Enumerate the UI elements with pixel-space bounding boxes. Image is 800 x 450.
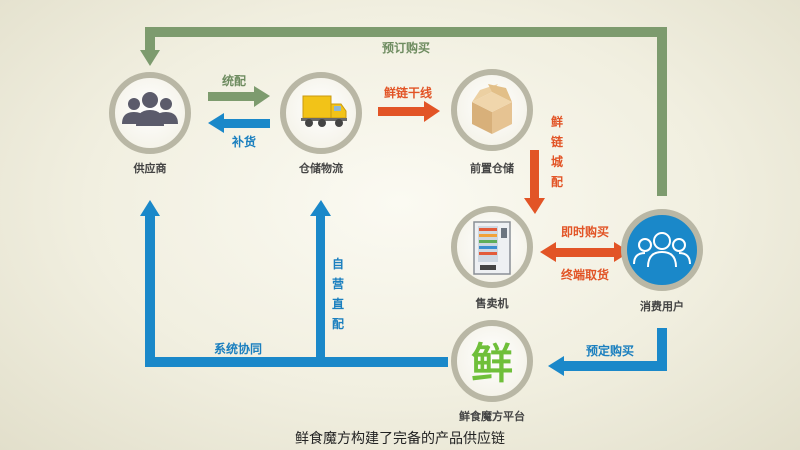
city-delivery-label: 鲜链城配 xyxy=(551,114,564,189)
node-front-warehouse xyxy=(451,69,533,151)
vertical-label-char: 配 xyxy=(332,316,344,331)
users-outline-icon xyxy=(633,232,691,268)
trunk-line-label: 鲜链干线 xyxy=(384,85,432,100)
vertical-label-char: 鲜 xyxy=(551,114,563,129)
node-supplier xyxy=(109,72,191,154)
platform-label: 鲜食魔方平台 xyxy=(459,409,525,423)
self-delivery-label: 自营直配 xyxy=(332,256,344,331)
node-logistics xyxy=(280,72,362,154)
front-warehouse-label: 前置仓储 xyxy=(470,161,514,175)
vertical-label-char: 营 xyxy=(332,276,344,291)
vending-machine-icon xyxy=(473,221,511,275)
distribute-arrow xyxy=(208,86,270,107)
node-vending xyxy=(451,206,533,288)
preorder-label: 预订购买 xyxy=(382,40,430,55)
supplier-label: 供应商 xyxy=(133,161,167,175)
vertical-label-char: 城 xyxy=(551,154,563,169)
terminal-pickup-label: 终端取货 xyxy=(561,267,609,282)
self-delivery-arrow xyxy=(310,200,331,364)
vending-label: 售卖机 xyxy=(475,296,509,310)
instant-buy-label: 即时购买 xyxy=(561,224,609,239)
reserve-buy-label: 预定购买 xyxy=(586,343,634,358)
truck-icon xyxy=(301,95,347,127)
caption: 鲜食魔方构建了完备的产品供应链 xyxy=(295,431,505,447)
distribute-label: 统配 xyxy=(222,73,246,88)
replenish-arrow xyxy=(208,113,270,133)
instant-buy-double-arrow xyxy=(540,242,630,262)
preorder-loop-arrow xyxy=(140,27,667,196)
trunk-line-arrow xyxy=(378,101,440,122)
vertical-label-char: 直 xyxy=(332,296,344,311)
city-delivery-arrow xyxy=(524,150,545,214)
logistics-label: 仓储物流 xyxy=(298,161,343,175)
vertical-label-char: 自 xyxy=(332,256,344,271)
system-coop-label: 系统协同 xyxy=(214,341,262,356)
node-platform: 鲜 xyxy=(451,320,533,402)
vertical-label-char: 配 xyxy=(551,174,563,189)
people-group-icon xyxy=(122,92,178,126)
node-consumer xyxy=(621,209,703,291)
box-icon xyxy=(472,84,512,134)
reserve-buy-arrow xyxy=(548,328,667,376)
system-coop-arrow xyxy=(140,200,448,367)
consumer-label: 消费用户 xyxy=(640,299,684,313)
replenish-label: 补货 xyxy=(231,134,256,149)
vertical-label-char: 链 xyxy=(551,134,564,149)
platform-logo: 鲜 xyxy=(471,339,513,388)
